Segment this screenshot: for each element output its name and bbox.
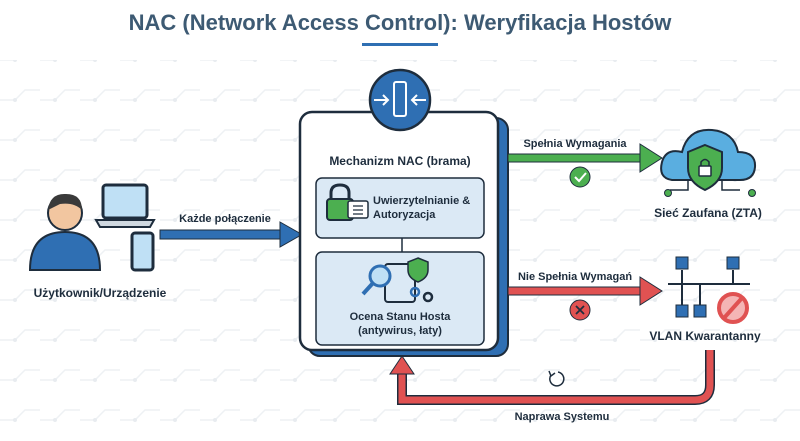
auth-panel: [315, 177, 485, 239]
quarantine-vlan-icon: [668, 256, 750, 324]
laptop-icon: [94, 183, 156, 228]
person-icon: [28, 193, 102, 271]
auth-line2: Autoryzacja: [373, 209, 436, 221]
pass-arrow: [507, 143, 663, 173]
lock-card-icon: [326, 183, 369, 221]
host-scan-icon: [361, 257, 434, 303]
pass-label: Spełnia Wymagania: [523, 138, 627, 150]
page-title: NAC (Network Access Control): Weryfikacj…: [129, 10, 673, 35]
fail-label: Nie Spełnia Wymagań: [518, 271, 632, 283]
connection-label: Każde połączenie: [179, 213, 271, 225]
phone-icon: [130, 231, 155, 272]
title-underline: [362, 43, 438, 46]
refresh-icon: [548, 370, 565, 387]
assess-line1: Ocena Stanu Hosta: [350, 311, 452, 323]
fail-arrow: [507, 276, 663, 306]
check-icon: [569, 166, 591, 188]
gateway-icon: [368, 68, 432, 132]
quarantine-label: VLAN Kwarantanny: [649, 329, 761, 343]
assess-line2: (antywirus, łaty): [358, 325, 442, 337]
x-icon: [569, 299, 591, 321]
user-label: Użytkownik/Urządzenie: [34, 286, 167, 300]
cloud-shield-icon: [660, 128, 757, 197]
remediation-label: Naprawa Systemu: [515, 411, 610, 423]
nac-label: Mechanizm NAC (brama): [329, 154, 470, 168]
remediation-arrow: [389, 350, 715, 405]
connection-arrow: [159, 221, 304, 248]
auth-line1: Uwierzytelnianie &: [373, 195, 470, 207]
trusted-network-label: Sieć Zaufana (ZTA): [654, 206, 762, 220]
